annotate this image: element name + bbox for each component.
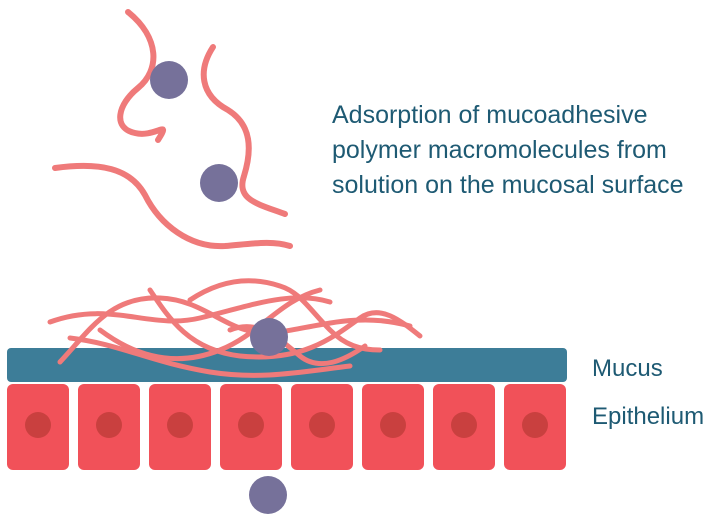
polymer-chain [117, 9, 167, 143]
cell-nucleus [25, 412, 51, 438]
cell-nucleus [167, 412, 193, 438]
epithelium-label: Epithelium [592, 403, 705, 430]
particle [249, 476, 287, 514]
polymer-chain [187, 278, 383, 353]
epithelial-cell [7, 384, 69, 470]
particle [150, 61, 188, 99]
caption-line: polymer macromolecules from [332, 136, 667, 164]
polymer-chain [47, 295, 333, 325]
mucus-label: Mucus [592, 355, 663, 382]
caption-line: solution on the mucosal surface [332, 171, 684, 199]
epithelium-layer [7, 384, 566, 470]
polymer-chain [57, 295, 413, 365]
polymer-chain [52, 162, 293, 250]
epithelial-cell [149, 384, 211, 470]
particle [250, 318, 288, 356]
epithelial-cell [220, 384, 282, 470]
polymer-chain [200, 44, 288, 217]
epithelial-cell [433, 384, 495, 470]
epithelial-cell [362, 384, 424, 470]
polymer-chain [67, 335, 353, 378]
cell-nucleus [522, 412, 548, 438]
cell-nucleus [96, 412, 122, 438]
diagram-caption: Adsorption of mucoadhesive polymer macro… [332, 98, 722, 203]
cell-nucleus [380, 412, 406, 438]
cell-nucleus [451, 412, 477, 438]
epithelial-cell [291, 384, 353, 470]
cell-nucleus [238, 412, 264, 438]
free-polymer-chains [52, 9, 293, 250]
epithelial-cell [504, 384, 566, 470]
caption-line: Adsorption of mucoadhesive [332, 101, 648, 129]
particle [200, 164, 238, 202]
cell-nucleus [309, 412, 335, 438]
epithelial-cell [78, 384, 140, 470]
